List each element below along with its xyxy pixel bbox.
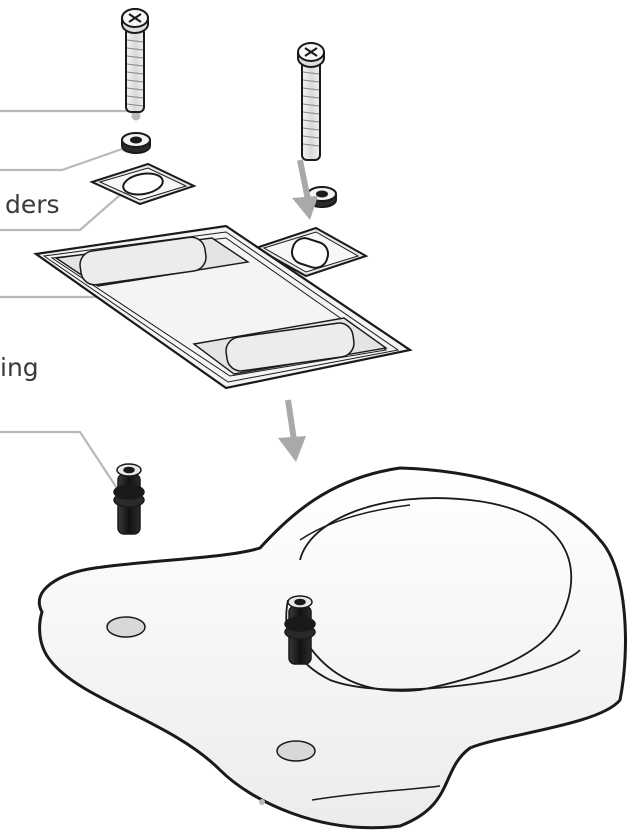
spacer-left bbox=[92, 164, 194, 204]
arrow-to-base bbox=[278, 400, 306, 462]
base-hole-right bbox=[277, 741, 315, 761]
base-hole-left bbox=[107, 617, 145, 637]
leader-line-screw bbox=[0, 111, 135, 115]
leader-line-bushing bbox=[0, 432, 128, 505]
label-mounting: ing bbox=[0, 353, 39, 382]
washer-left bbox=[122, 133, 150, 153]
screw-left bbox=[122, 9, 148, 112]
label-spacers: ders bbox=[5, 190, 60, 219]
screw-right bbox=[298, 43, 324, 160]
bushing-left bbox=[114, 464, 144, 534]
leader-line-washer bbox=[0, 148, 125, 170]
